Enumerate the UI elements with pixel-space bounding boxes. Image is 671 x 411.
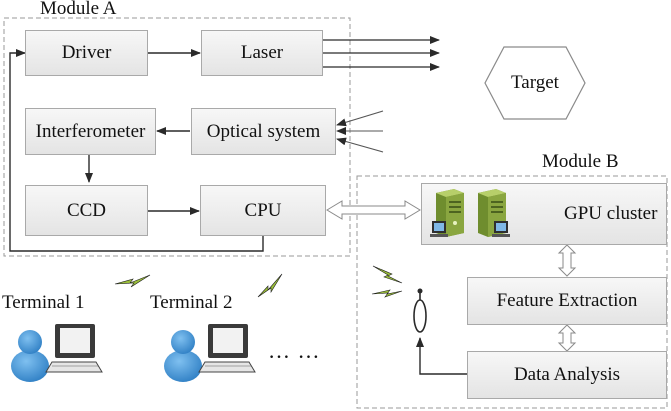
module-b-title: Module B bbox=[542, 151, 619, 172]
signal-terminal-2-icon bbox=[257, 273, 283, 298]
terminal-ellipsis: … … bbox=[268, 338, 321, 363]
antenna-icon bbox=[413, 288, 427, 333]
module-a-title: Module A bbox=[40, 0, 117, 19]
user-computer-icon-1 bbox=[11, 324, 103, 382]
module-a-frame bbox=[3, 17, 351, 257]
optical-system-box: Optical system bbox=[191, 108, 336, 155]
terminal-1-label: Terminal 1 bbox=[2, 292, 85, 313]
server-icon bbox=[430, 189, 510, 237]
antenna-signal-icon bbox=[371, 265, 403, 298]
gpu-cluster-box: GPU cluster bbox=[421, 183, 667, 245]
laser-box: Laser bbox=[201, 30, 323, 76]
server-1-icon bbox=[430, 189, 464, 237]
driver-box: Driver bbox=[25, 30, 148, 76]
reflection-1 bbox=[336, 110, 384, 127]
cpu-box: CPU bbox=[200, 185, 326, 236]
arrow-data-antenna bbox=[416, 337, 467, 375]
data-analysis-box: Data Analysis bbox=[467, 351, 667, 399]
signal-terminal-1-icon bbox=[114, 274, 151, 288]
gpu-cluster-label: GPU cluster bbox=[564, 203, 658, 224]
user-computer-icon-2 bbox=[164, 324, 256, 382]
server-2-icon bbox=[478, 189, 510, 237]
target-hexagon-shape bbox=[484, 46, 586, 120]
terminal-2-label: Terminal 2 bbox=[150, 292, 233, 313]
double-arrow-cpu-gpu bbox=[326, 200, 421, 220]
ccd-box: CCD bbox=[25, 185, 148, 236]
feedback-loop-cpu-driver bbox=[9, 49, 264, 252]
interferometer-box: Interferometer bbox=[25, 108, 156, 155]
module-b-frame bbox=[356, 175, 668, 409]
double-arrow-gpu-feature bbox=[557, 244, 577, 277]
target-label: Target bbox=[511, 72, 559, 93]
reflection-3 bbox=[336, 137, 384, 153]
feature-extraction-box: Feature Extraction bbox=[467, 277, 667, 325]
